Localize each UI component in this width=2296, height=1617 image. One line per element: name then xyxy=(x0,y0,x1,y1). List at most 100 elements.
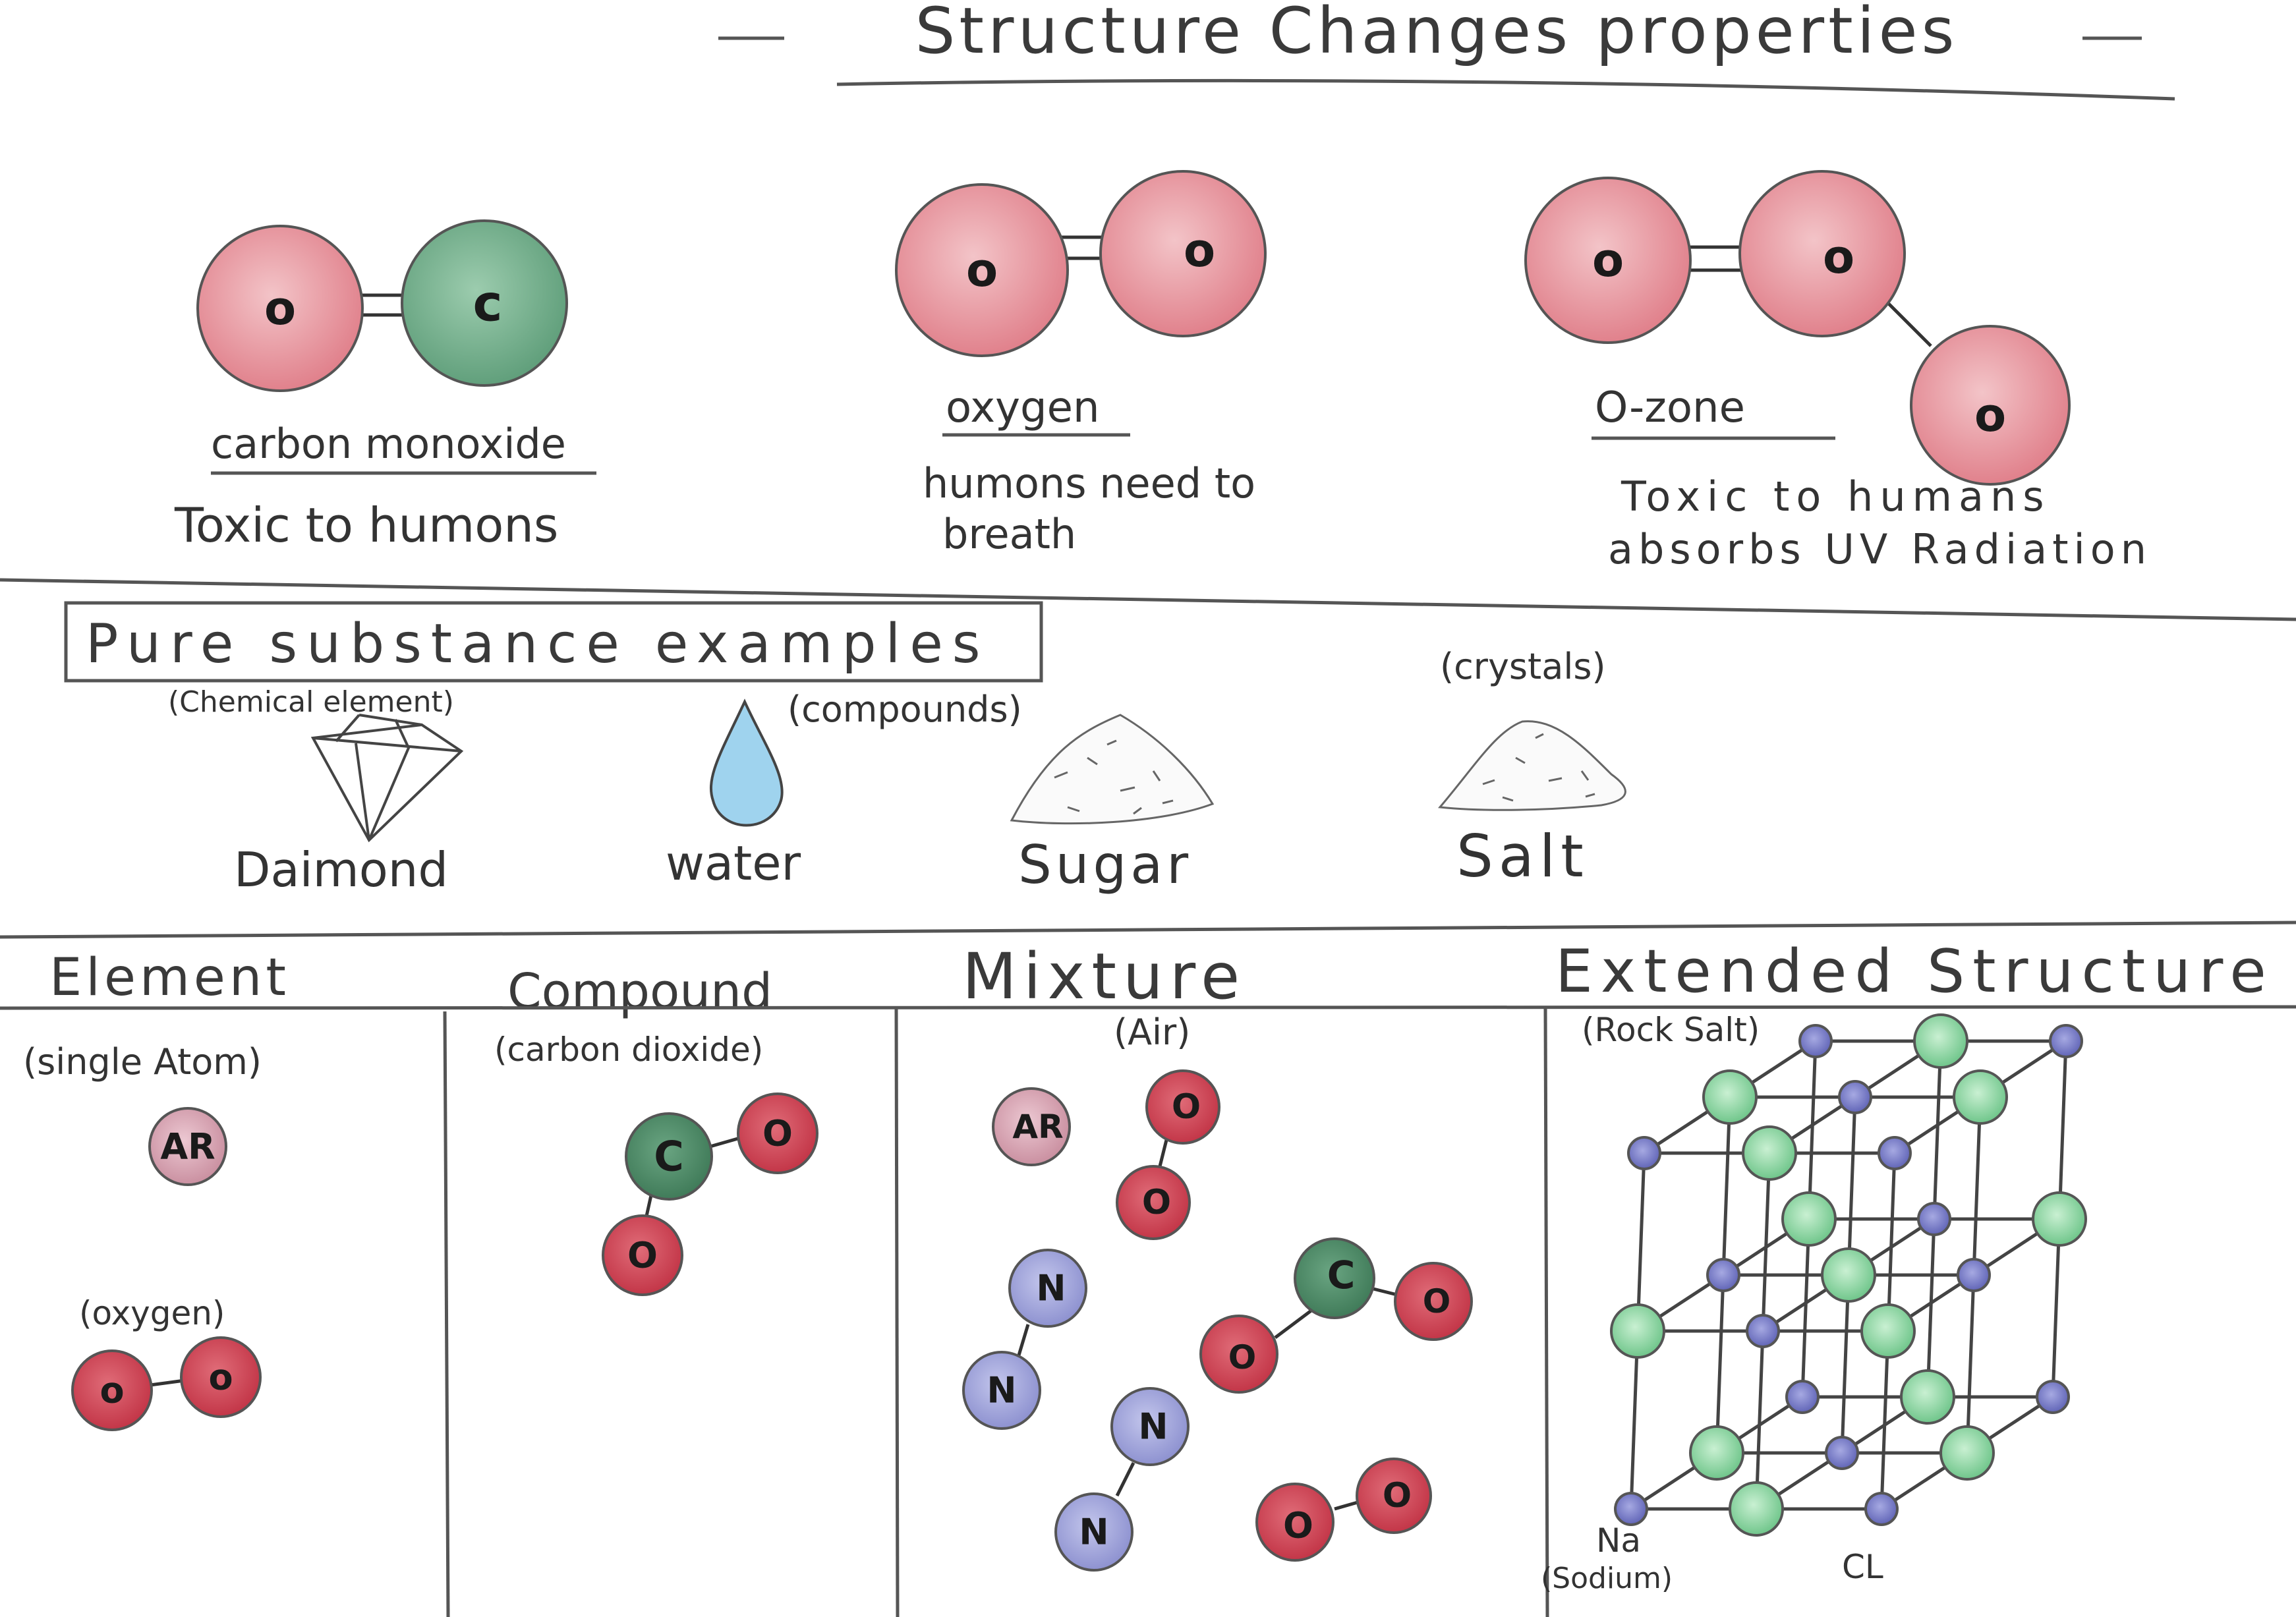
molecule-desc-ozone-line1: Toxic to humans xyxy=(1621,472,2051,521)
sodium-ion xyxy=(1798,1024,1833,1058)
lattice-bond xyxy=(1965,1274,1976,1454)
chlorine-ion xyxy=(1953,1069,2008,1125)
lattice-bond xyxy=(1880,1330,1890,1510)
atom-label: o xyxy=(966,243,998,297)
lattice-bond xyxy=(1972,1096,1982,1276)
note-oxygen: (oxygen) xyxy=(79,1294,225,1332)
lattice-bond xyxy=(1926,1218,1936,1398)
chlorine-ion xyxy=(1900,1369,1955,1425)
sodium-ion xyxy=(1825,1436,1859,1470)
heading-compound: Compound xyxy=(507,963,772,1020)
lattice-bond xyxy=(1886,1152,1897,1332)
title-underline xyxy=(836,78,2175,101)
diamond-icon xyxy=(310,714,464,843)
chlorine-ion xyxy=(1860,1303,1916,1359)
chlorine-ion xyxy=(1729,1481,1784,1537)
sugar-pile-icon xyxy=(1010,714,1215,825)
chlorine-ion xyxy=(1939,1425,1995,1481)
molecule-name-carbon-monoxide: carbon monoxide xyxy=(211,420,566,468)
atom-label: O xyxy=(762,1113,793,1154)
atom-label: o xyxy=(100,1370,124,1411)
heading-extended-structure: Extended Structure xyxy=(1555,937,2274,1006)
label-sodium: Na xyxy=(1596,1521,1641,1560)
note-sodium: (Sodium) xyxy=(1541,1562,1673,1595)
lattice-bond xyxy=(1629,1330,1640,1510)
note-compounds: (compounds) xyxy=(788,689,1022,730)
argon-atom: AR xyxy=(148,1107,227,1186)
chlorine-ion xyxy=(1610,1303,1665,1359)
atom-label: O xyxy=(1142,1183,1171,1222)
mixture-argon: AR xyxy=(992,1087,1071,1166)
chlorine-ion xyxy=(1781,1191,1837,1247)
oxygen-atom xyxy=(1099,170,1267,337)
atom-label: O xyxy=(1383,1476,1412,1516)
sodium-ion xyxy=(1957,1258,1991,1292)
atom-label: o xyxy=(1823,230,1854,284)
label-chlorine: CL xyxy=(1842,1548,1883,1586)
mixture-nitrogen-a: N N xyxy=(962,1249,1087,1430)
sodium-ion xyxy=(1838,1080,1872,1114)
divider xyxy=(0,578,2296,621)
oxygen-atom xyxy=(196,225,364,392)
sodium-ion xyxy=(1785,1380,1820,1414)
note-carbon-dioxide: (carbon dioxide) xyxy=(494,1031,763,1069)
pure-substance-heading: Pure substance examples xyxy=(86,613,990,675)
pure-substance-heading-box xyxy=(64,601,1043,683)
atom-label: o xyxy=(208,1357,233,1398)
molecule-name-oxygen: oxygen xyxy=(946,383,1100,432)
label-water: water xyxy=(666,836,801,891)
lattice-bond xyxy=(1847,1096,1857,1276)
chlorine-ion xyxy=(1913,1013,1968,1069)
atom-label: c xyxy=(473,274,502,333)
chlorine-ion xyxy=(1742,1125,1797,1181)
lattice-bond xyxy=(1721,1096,1732,1276)
column-divider xyxy=(894,1007,900,1617)
page-title: Structure Changes properties xyxy=(915,0,1958,68)
carbon-monoxide-molecule: o c xyxy=(196,219,568,392)
sodium-ion xyxy=(2036,1380,2070,1414)
oxygen-atom xyxy=(1910,325,2071,486)
mixture-oxygen-top: O O xyxy=(1116,1069,1220,1240)
mixture-nitrogen-b: N N xyxy=(1054,1387,1190,1572)
chlorine-ion xyxy=(1689,1425,1744,1481)
lattice-bond xyxy=(1932,1040,1943,1220)
column-divider xyxy=(443,1011,450,1617)
lattice-bond xyxy=(1761,1152,1771,1332)
lattice-bond xyxy=(2051,1218,2061,1398)
atom-label: o xyxy=(1974,388,2006,442)
heading-mixture: Mixture xyxy=(962,940,1246,1013)
atom-label: o xyxy=(1184,223,1215,277)
atom-label: C xyxy=(1327,1253,1356,1297)
atom-label: o xyxy=(1592,233,1624,287)
molecule-desc-oxygen-line2: breath xyxy=(942,510,1076,558)
salt-pile-icon xyxy=(1438,720,1626,811)
carbon-dioxide-molecule: C O O xyxy=(602,1092,818,1296)
heading-element: Element xyxy=(49,948,290,1007)
oxygen-molecule: o o xyxy=(895,170,1267,357)
title-block: Structure Changes properties xyxy=(718,0,2175,101)
mixture-oxygen-bottom: O O xyxy=(1255,1458,1432,1562)
sodium-ion xyxy=(1917,1202,1951,1236)
sodium-ion xyxy=(1614,1492,1648,1526)
molecule-desc-oxygen-line1: humons need to xyxy=(923,459,1255,507)
molecule-desc-carbon-monoxide: Toxic to humons xyxy=(174,497,558,553)
atom-label: O xyxy=(1283,1505,1313,1546)
divider xyxy=(0,921,2296,939)
water-drop-icon xyxy=(709,698,784,827)
molecule-name-ozone: O-zone xyxy=(1595,383,1745,432)
column-divider xyxy=(1543,1006,1549,1617)
atom-label: o xyxy=(264,281,296,335)
chlorine-ion xyxy=(2032,1191,2087,1247)
atom-label: AR xyxy=(160,1126,215,1168)
note-single-atom: (single Atom) xyxy=(23,1041,262,1083)
sodium-ion xyxy=(1627,1136,1661,1170)
sodium-ion xyxy=(1878,1136,1912,1170)
oxygen-molecule-element: o o xyxy=(71,1336,262,1431)
note-air: (Air) xyxy=(1114,1011,1190,1053)
atom-label: O xyxy=(1228,1338,1257,1376)
label-salt: Salt xyxy=(1456,822,1589,890)
atom-label: O xyxy=(1172,1087,1201,1127)
ozone-molecule: o o o xyxy=(1524,170,2071,486)
atom-label: N xyxy=(1138,1406,1168,1448)
lattice-bond xyxy=(2057,1040,2068,1220)
